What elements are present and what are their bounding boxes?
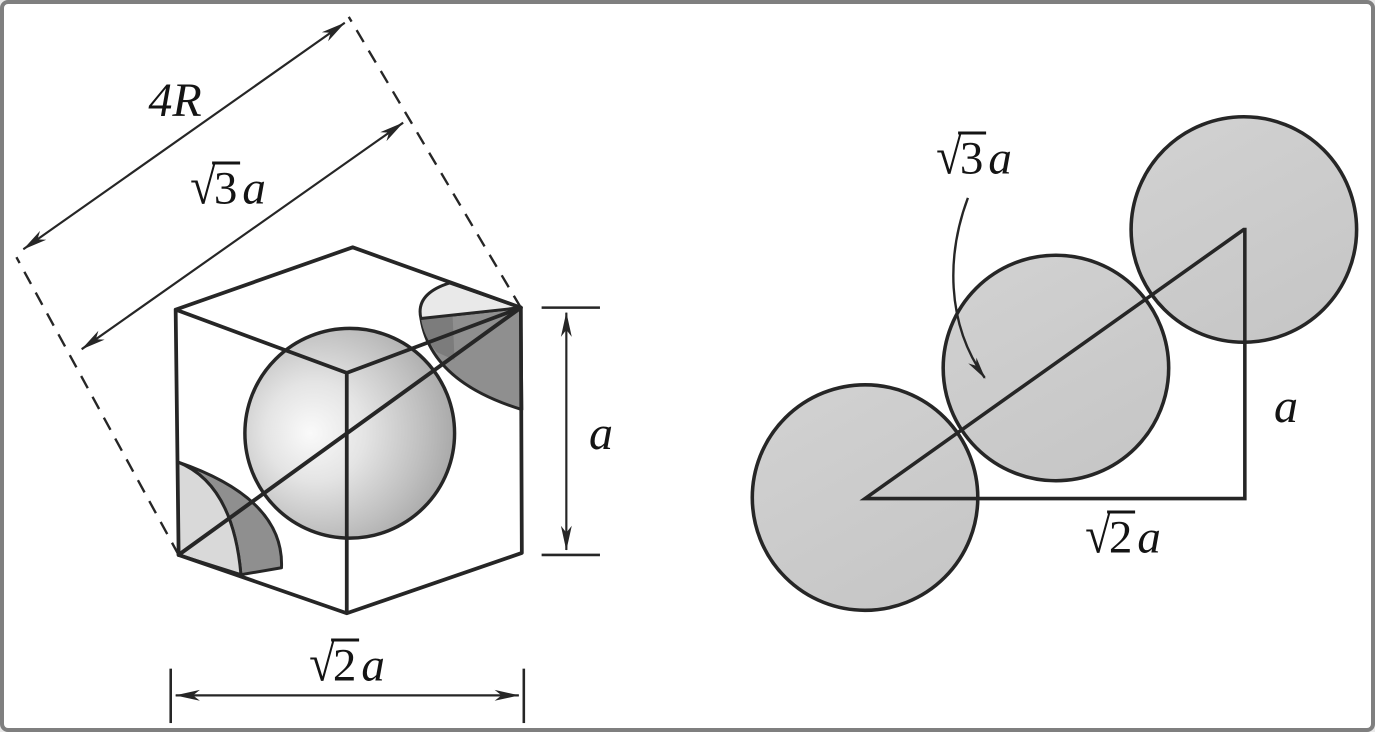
- right-triangle: [859, 227, 1247, 501]
- body-diagonal-triangle-diagram: [750, 114, 1359, 613]
- dimension-sqrt2a-left: [169, 668, 526, 724]
- bcc-unit-cell-diagram: [15, 16, 600, 724]
- radical-sign: √: [190, 157, 216, 216]
- dimension-arrow-sqrt3a: [81, 121, 404, 351]
- extension-line-bottom-left: [15, 256, 180, 556]
- dimension-arrow-4R: [22, 21, 346, 251]
- dimension-a-left: [541, 306, 600, 557]
- radical-sign: √: [309, 634, 335, 693]
- label-a-right: a: [1274, 380, 1298, 433]
- label-4R-text: 4R: [148, 74, 202, 127]
- radical-sign: √: [1085, 506, 1111, 565]
- radical-sign: √: [936, 127, 962, 186]
- body-diagonal-line: [176, 305, 523, 557]
- label-a-left: a: [589, 407, 613, 460]
- center-atom-circle: [941, 253, 1171, 483]
- label-4R: 4R: [146, 77, 201, 125]
- leader-arrow-sqrt3a: [952, 197, 986, 379]
- corner-atom-octant-top-right: [418, 281, 524, 412]
- extension-line-top-right: [347, 16, 522, 309]
- diagram-svg: [15, 16, 1359, 724]
